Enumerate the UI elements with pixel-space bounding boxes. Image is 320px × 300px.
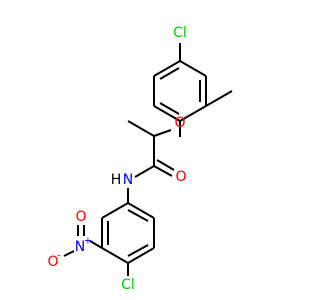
atom-o-ether: O [174, 115, 185, 131]
atom-cl-bottom: Cl [121, 277, 135, 293]
bond [179, 105, 207, 122]
bond [159, 67, 180, 80]
bonds [63, 43, 233, 276]
bond [153, 105, 181, 122]
atom-o-nitro-minus: O [47, 254, 58, 270]
bond [127, 209, 149, 222]
bond [205, 90, 233, 107]
atom-o-nitro-double: O [75, 209, 86, 225]
bond [159, 102, 180, 115]
bond [127, 244, 149, 257]
bond [153, 165, 173, 177]
bond [101, 202, 129, 219]
bond [101, 247, 129, 264]
charge-o-nitro: - [57, 251, 61, 262]
atom-cl-top: Cl [173, 25, 187, 41]
bond [153, 60, 181, 77]
bond [127, 202, 155, 219]
bond [89, 240, 103, 249]
bond [179, 60, 207, 77]
bond [134, 165, 155, 178]
charge-n-nitro: + [84, 236, 92, 247]
bond [127, 247, 155, 264]
bond [127, 120, 155, 137]
atom-o-carbonyl: O [175, 169, 186, 185]
atom-labels: Cl O O N H N + O - O Cl [47, 25, 186, 293]
atom-n-nitro: N [75, 239, 85, 255]
molecule-structure: Cl O O N H N + O - O Cl [47, 25, 233, 293]
bond [156, 159, 175, 171]
atom-n-amide: N [123, 172, 133, 188]
bond [153, 129, 172, 137]
bond [63, 250, 75, 257]
atom-h-amide: H [111, 172, 122, 188]
